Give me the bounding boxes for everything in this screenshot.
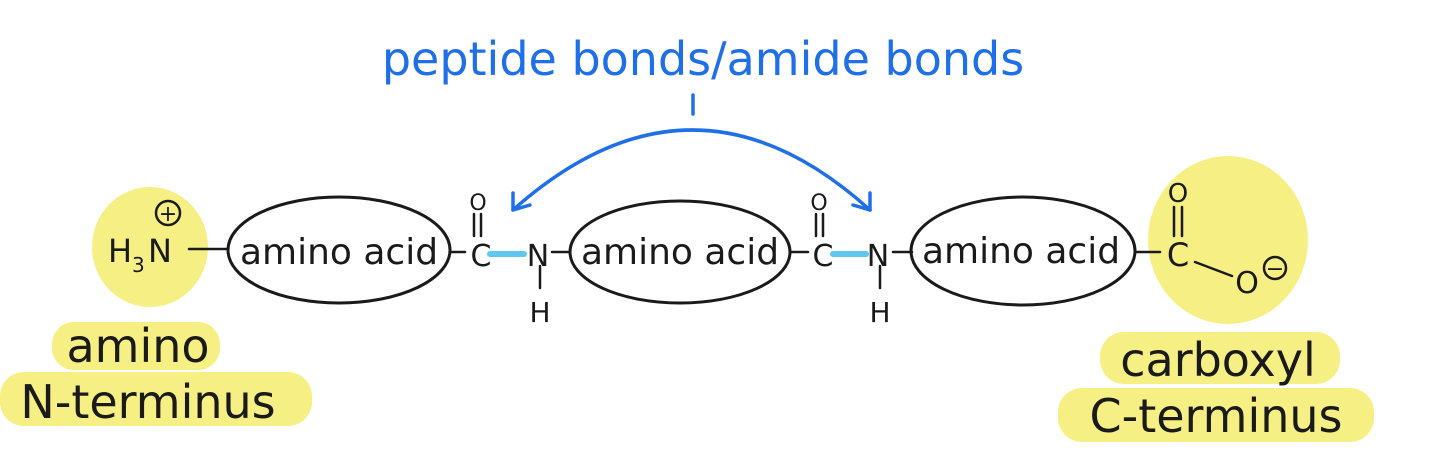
carboxylate-carbon: C bbox=[1167, 236, 1189, 274]
amino-acid-3 bbox=[909, 195, 1137, 307]
chain-bonds bbox=[187, 205, 1234, 290]
diagram-title: peptide bonds/amide bonds bbox=[382, 32, 1024, 86]
amino-acid-1-label: amino acid bbox=[240, 232, 438, 273]
n-group-nitrogen: N bbox=[148, 232, 172, 270]
n-terminus-line1: amino bbox=[66, 319, 209, 373]
carboxylate-oxygen: O bbox=[1235, 266, 1259, 301]
c-terminus-label-highlight bbox=[1058, 388, 1374, 442]
carbonyl-1-carbon: C bbox=[471, 239, 492, 274]
o-charge-sign: − bbox=[1266, 257, 1284, 282]
amino-acid-3-label: amino acid bbox=[922, 231, 1120, 272]
amide-2-nitrogen: N bbox=[867, 239, 889, 274]
c-terminus-line1: carboxyl bbox=[1120, 333, 1316, 387]
amide-1-hydrogen: H bbox=[529, 296, 550, 329]
peptide-bond-arrow bbox=[511, 93, 872, 212]
carbonyl-2-oxygen: O bbox=[810, 191, 827, 216]
amino-label-highlight bbox=[52, 322, 220, 370]
n-charge-circle bbox=[154, 199, 182, 227]
c-terminus-highlight bbox=[1148, 156, 1308, 324]
carboxyl-label-highlight bbox=[1100, 332, 1340, 384]
amino-acid-2-label: amino acid bbox=[581, 232, 779, 273]
n-charge-sign: + bbox=[159, 202, 177, 227]
carbonyl-2-carbon: C bbox=[813, 239, 834, 274]
n-group-hydrogen: H bbox=[108, 232, 132, 270]
carboxylate-double-oxygen: O bbox=[1168, 179, 1188, 209]
carbonyl-1-oxygen: O bbox=[469, 191, 486, 216]
c-terminus-line2: C-terminus bbox=[1089, 389, 1342, 443]
n-terminus-line2: N-terminus bbox=[20, 375, 275, 429]
o-charge-circle bbox=[1262, 255, 1288, 281]
amide-2-hydrogen: H bbox=[869, 296, 890, 329]
amino-acid-2 bbox=[568, 199, 792, 305]
n-group-subscript: 3 bbox=[132, 253, 145, 277]
n-terminus-label-highlight bbox=[0, 372, 312, 426]
amide-1-nitrogen: N bbox=[527, 239, 549, 274]
amino-acid-1 bbox=[226, 195, 452, 305]
